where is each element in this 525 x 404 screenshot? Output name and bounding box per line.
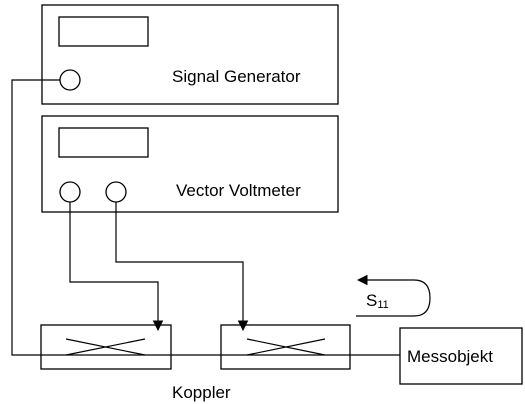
vector-voltmeter: Vector Voltmeter — [41, 115, 339, 213]
coupler-2 — [220, 324, 351, 370]
koppler-label: Koppler — [172, 383, 231, 402]
reflection-arrow-path — [356, 279, 431, 317]
main-signal-line — [11, 79, 400, 356]
reflected-wire — [115, 202, 249, 332]
signal-path — [11, 79, 400, 356]
coupler-2-cross-line-b — [246, 338, 326, 356]
dut: Messobjekt — [399, 327, 523, 385]
s11-base: S — [366, 291, 377, 310]
coupled-paths — [69, 202, 249, 332]
s11-label: S11 — [366, 291, 389, 311]
vector-voltmeter-display — [58, 127, 149, 158]
vector-voltmeter-port-b — [105, 181, 127, 203]
reference-wire — [69, 202, 164, 332]
messobjekt-box — [399, 327, 523, 385]
coupler-1-cross-line-b — [65, 338, 146, 356]
reflection-indicator: S11 — [356, 274, 431, 317]
signal-generator-label: Signal Generator — [172, 67, 301, 86]
signal-generator: Signal Generator — [41, 4, 339, 105]
s11-subscript: 11 — [377, 299, 388, 311]
vector-voltmeter-label: Vector Voltmeter — [176, 181, 301, 200]
messobjekt-label: Messobjekt — [407, 347, 493, 366]
signal-generator-output-port — [59, 69, 81, 91]
coupler-1 — [40, 324, 172, 370]
signal-generator-display — [58, 16, 149, 47]
vector-voltmeter-port-a — [59, 181, 81, 203]
